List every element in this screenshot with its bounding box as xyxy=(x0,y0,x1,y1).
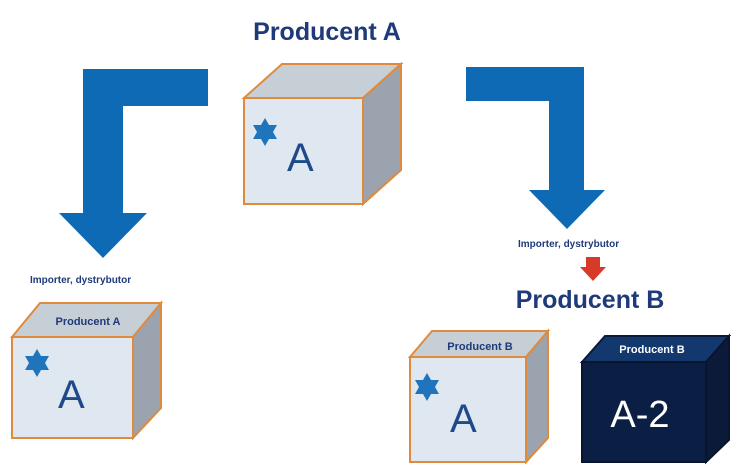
right-flow-arrow xyxy=(466,67,605,229)
cube-right-light-top-label: Producent B xyxy=(447,341,512,353)
cube-right-dark-letter: A-2 xyxy=(610,394,669,436)
title-producent-b: Producent B xyxy=(516,286,665,314)
cube-left: Producent A A xyxy=(9,300,164,441)
left-importer-label: Importer, dystrybutor xyxy=(30,275,131,286)
cube-right-dark-top-label: Producent B xyxy=(619,344,684,356)
star-icon xyxy=(25,349,49,377)
cube-left-letter: A xyxy=(58,373,85,417)
left-flow-arrow xyxy=(59,69,208,258)
small-red-arrow xyxy=(580,257,606,281)
title-producent-a: Producent A xyxy=(253,18,401,46)
star-icon xyxy=(253,118,277,146)
cube-right-dark: Producent B A-2 xyxy=(579,333,732,465)
cube-center: A xyxy=(241,61,404,207)
cube-right-light: Producent B A xyxy=(407,328,551,465)
cube-center-letter: A xyxy=(287,136,314,180)
star-icon xyxy=(415,373,439,401)
right-importer-label: Importer, dystrybutor xyxy=(518,239,619,250)
cube-left-top-label: Producent A xyxy=(56,316,121,328)
cube-right-light-letter: A xyxy=(450,397,477,441)
